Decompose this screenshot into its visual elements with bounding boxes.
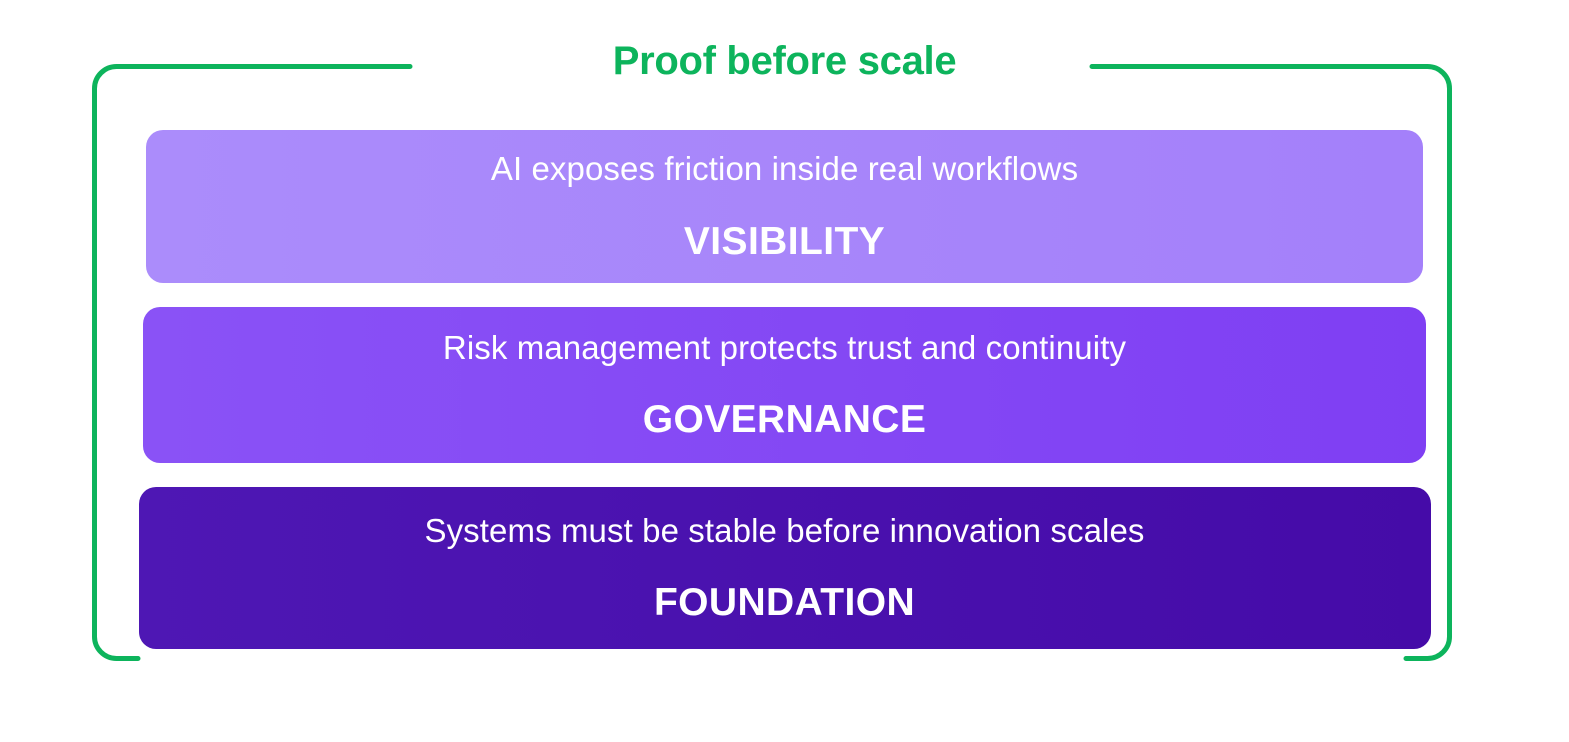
layer-card-foundation[interactable]: Systems must be stable before innovation… [138,487,1431,649]
layer-description: AI exposes friction inside real workflow… [490,150,1079,188]
layer-label: VISIBILITY [683,219,886,263]
layer-label: FOUNDATION [653,581,916,625]
layer-card-visibility[interactable]: AI exposes friction inside real workflow… [146,130,1423,283]
layer-card-governance[interactable]: Risk management protects trust and conti… [143,307,1426,463]
layer-description: Systems must be stable before innovation… [424,511,1145,549]
layer-stack: AI exposes friction inside real workflow… [0,130,1569,649]
layer-label: GOVERNANCE [642,398,927,442]
page-title: Proof before scale [612,39,957,83]
layer-description: Risk management protects trust and conti… [442,328,1127,366]
